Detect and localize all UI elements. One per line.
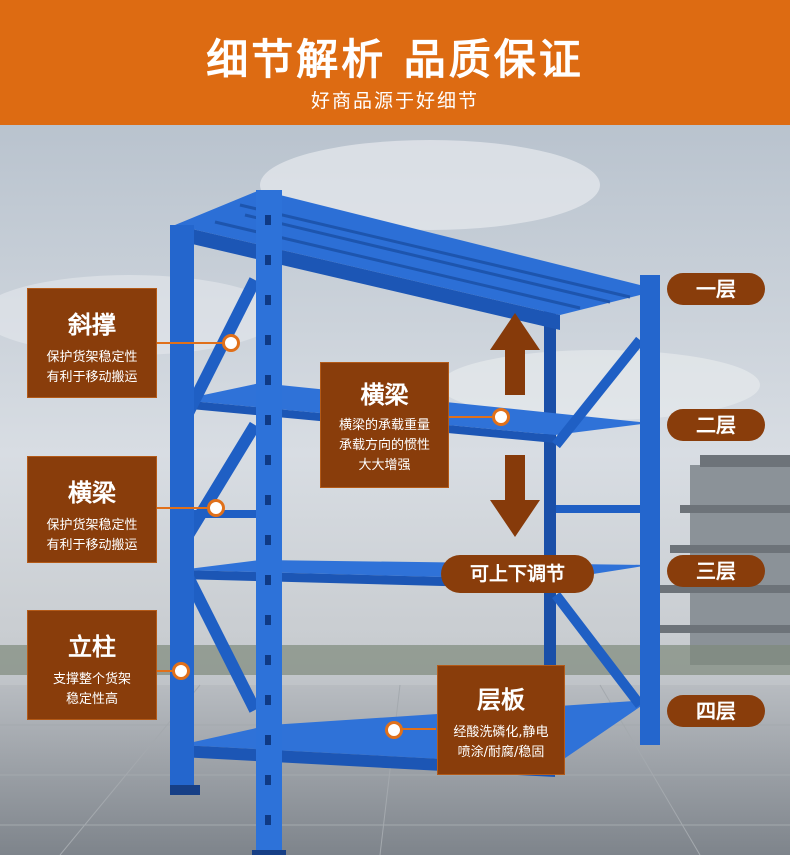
layer-label-1: 一层	[667, 273, 765, 305]
header-banner: 细节解析 品质保证 好商品源于好细节	[0, 0, 790, 125]
callout-line: 喷涂/耐腐/稳固	[457, 745, 545, 760]
callout-line: 保护货架稳定性	[46, 518, 138, 533]
down-arrow-icon	[490, 455, 540, 537]
page-title: 细节解析 品质保证	[206, 35, 584, 84]
callout-diagonal-brace: 斜撑 保护货架稳定性 有利于移动搬运	[27, 288, 157, 398]
callout-title: 层板	[477, 686, 525, 714]
callout-title: 斜撑	[68, 311, 116, 339]
marker-dot	[207, 499, 225, 517]
page-subtitle: 好商品源于好细节	[310, 90, 479, 112]
layer-label-2: 二层	[667, 409, 765, 441]
up-arrow-icon	[490, 313, 540, 395]
callout-line: 有利于移动搬运	[46, 370, 138, 385]
product-scene: 斜撑 保护货架稳定性 有利于移动搬运 横梁 保护货架稳定性 有利于移动搬运 立柱…	[0, 125, 790, 855]
callout-line: 横梁的承载重量	[338, 418, 430, 433]
callout-title: 横梁	[68, 479, 116, 507]
callout-line: 大大增强	[358, 458, 411, 473]
callout-line: 保护货架稳定性	[46, 350, 138, 365]
marker-dot	[385, 721, 403, 739]
marker-dot	[222, 334, 240, 352]
marker-dot	[492, 408, 510, 426]
callout-line: 经酸洗磷化,静电	[453, 725, 549, 740]
marker-dot	[172, 662, 190, 680]
callout-shelf-board: 层板 经酸洗磷化,静电 喷涂/耐腐/稳固	[437, 665, 565, 775]
callout-crossbeam-left: 横梁 保护货架稳定性 有利于移动搬运	[27, 456, 157, 563]
callout-line: 支撑整个货架	[52, 672, 131, 687]
callout-title: 立柱	[68, 633, 116, 661]
callout-line: 有利于移动搬运	[46, 538, 138, 553]
callout-title: 横梁	[360, 381, 409, 409]
callout-crossbeam-center: 横梁 横梁的承载重量 承载方向的惯性 大大增强	[320, 362, 449, 488]
adjustable-label: 可上下调节	[441, 555, 594, 593]
layer-label-4: 四层	[667, 695, 765, 727]
layer-label-3: 三层	[667, 555, 765, 587]
callout-line: 承载方向的惯性	[338, 438, 430, 453]
callout-upright: 立柱 支撑整个货架 稳定性高	[27, 610, 157, 720]
callout-line: 稳定性高	[65, 692, 118, 707]
